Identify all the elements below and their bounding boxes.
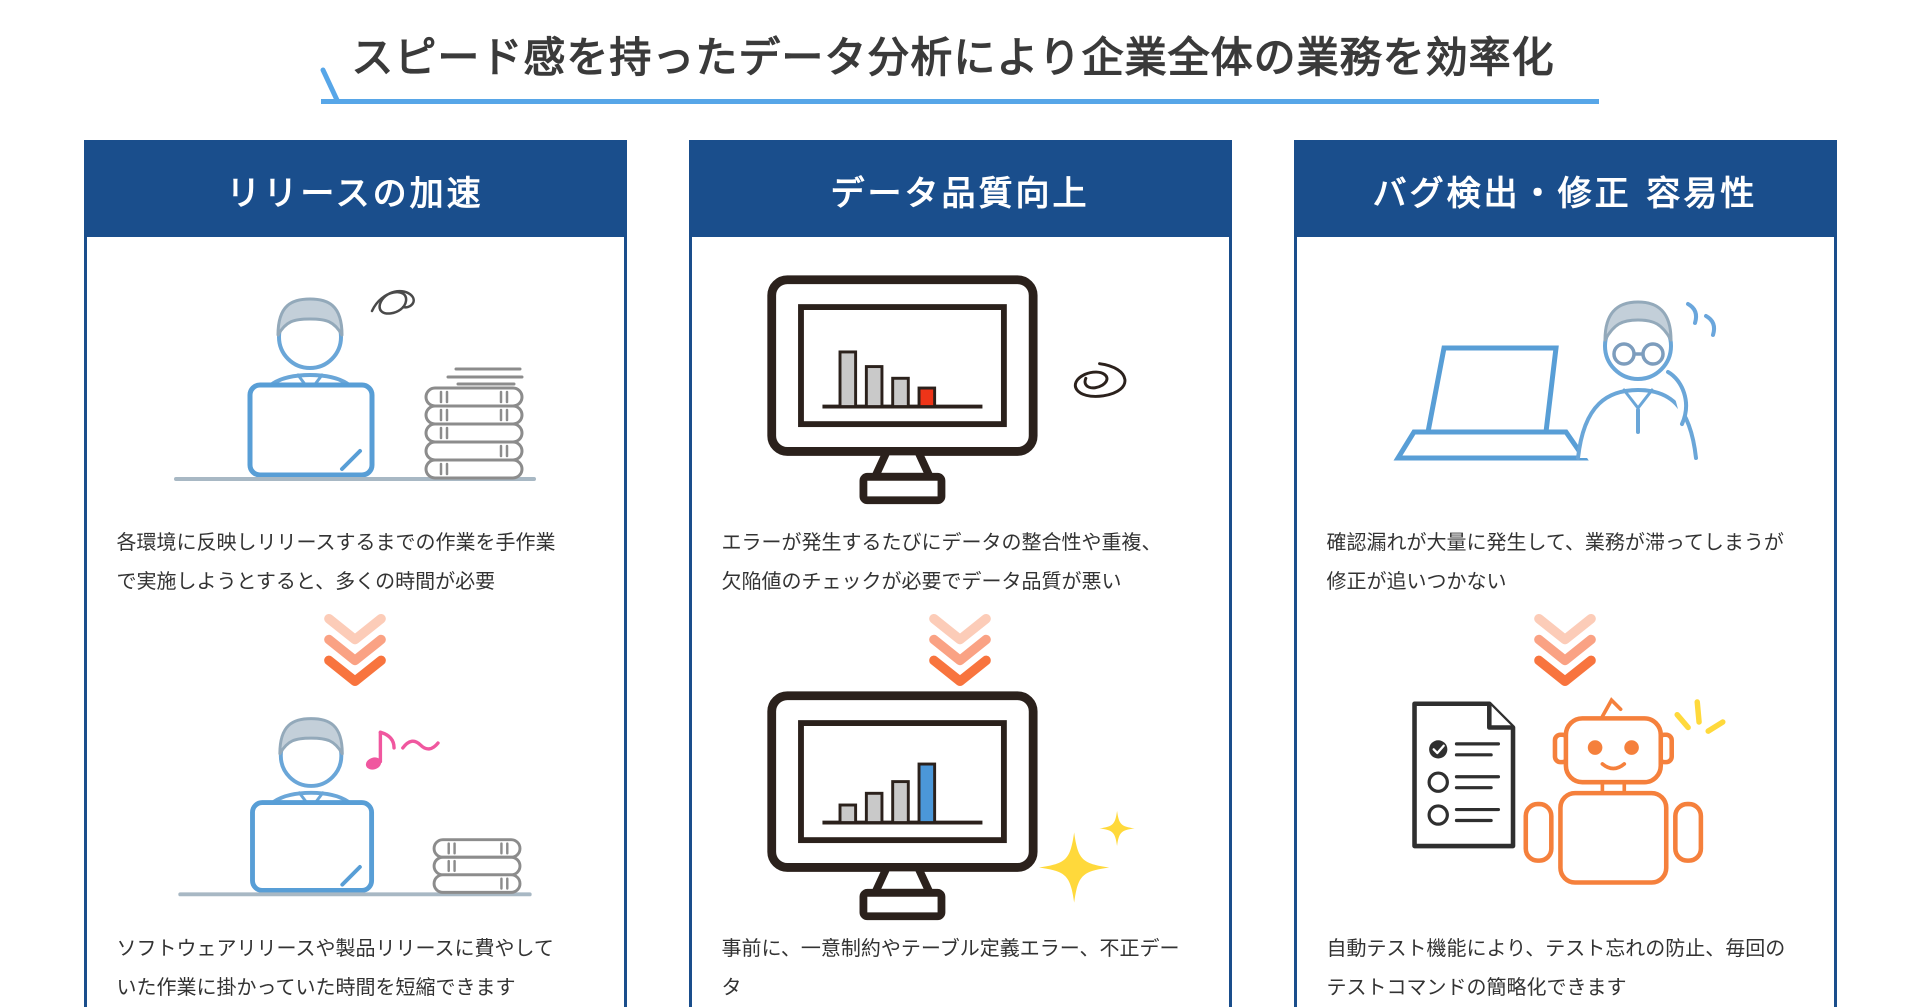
- column-header: データ品質向上: [691, 143, 1229, 237]
- column-body: 各環境に反映しリリースするまでの作業を手作業 で実施しようとすると、多くの時間が…: [87, 237, 624, 1007]
- column-bug-detection: バグ検出・修正 容易性: [1293, 140, 1837, 1007]
- monitor-icon: [767, 274, 1038, 504]
- benefit-text: ソフトウェアリリースや製品リリースに費やして いた作業に掛かっていた時間を短縮で…: [116, 936, 554, 999]
- success-bar: [917, 762, 937, 824]
- robot-icon: [1523, 697, 1704, 885]
- scribble-icon: [370, 289, 415, 315]
- column-body: 確認漏れが大量に発生して、業務が滞ってしまうが 修正が追いつかない: [1297, 237, 1834, 1007]
- column-header: リリースの加速: [86, 143, 624, 237]
- down-chevrons-icon: [927, 611, 993, 689]
- flustered-engineer-illustration: [1370, 265, 1760, 513]
- page-title: スピード感を持ったデータ分析により企業全体の業務を効率化: [351, 33, 1555, 82]
- music-note-icon: [365, 730, 440, 770]
- monitor-rising-chart-illustration: [760, 690, 1160, 920]
- error-bar: [917, 386, 937, 408]
- laptop-icon: [1393, 345, 1589, 461]
- column-header: バグ検出・修正 容易性: [1296, 143, 1834, 237]
- problem-text: 確認漏れが大量に発生して、業務が滞ってしまうが 修正が追いつかない: [1326, 530, 1784, 593]
- checklist-and-robot-illustration: [1370, 691, 1760, 919]
- sweat-drops-icon: [1686, 302, 1717, 337]
- column-data-quality: データ品質向上: [688, 140, 1232, 1007]
- benefit-columns: リリースの加速: [83, 140, 1837, 1007]
- column-release-acceleration: リリースの加速: [83, 140, 627, 1007]
- emphasis-lines-icon: [1674, 699, 1726, 734]
- laptop-icon: [250, 799, 375, 893]
- happy-worker-illustration: [160, 691, 550, 919]
- swirl-icon: [1073, 361, 1127, 398]
- column-body: エラーが発生するたびにデータの整合性や重複、 欠陥値のチェックが必要でデータ品質…: [692, 237, 1229, 1007]
- monitor-icon: [767, 690, 1038, 920]
- books-stack-icon: [424, 367, 524, 480]
- monitor-declining-chart-illustration: [760, 265, 1160, 513]
- glasses-icon: [1612, 342, 1665, 366]
- laptop-icon: [247, 382, 375, 478]
- sparkle-icon: [1039, 810, 1135, 903]
- down-chevrons-icon: [322, 611, 388, 689]
- stressed-worker-illustration: [160, 265, 550, 513]
- page-header: スピード感を持ったデータ分析により企業全体の業務を効率化: [0, 24, 1920, 104]
- checklist-document-icon: [1412, 701, 1516, 849]
- title-box: スピード感を持ったデータ分析により企業全体の業務を効率化: [320, 24, 1599, 104]
- problem-text: 各環境に反映しリリースするまでの作業を手作業 で実施しようとすると、多くの時間が…: [116, 530, 556, 593]
- books-stack-icon: [432, 837, 522, 894]
- benefit-text: 事前に、一意制約やテーブル定義エラー、不正データ などの不具合がないかをチェック…: [721, 936, 1180, 999]
- down-chevrons-icon: [1532, 611, 1598, 689]
- engineer: [1576, 300, 1717, 460]
- title-accent-slash-icon: [320, 67, 340, 103]
- infographic-page: スピード感を持ったデータ分析により企業全体の業務を効率化 リリースの加速: [0, 24, 1920, 1007]
- problem-text: エラーが発生するたびにデータの整合性や重複、 欠陥値のチェックが必要でデータ品質…: [721, 530, 1162, 593]
- benefit-text: 自動テスト機能により、テスト忘れの防止、毎回の テストコマンドの簡略化できます: [1326, 936, 1786, 999]
